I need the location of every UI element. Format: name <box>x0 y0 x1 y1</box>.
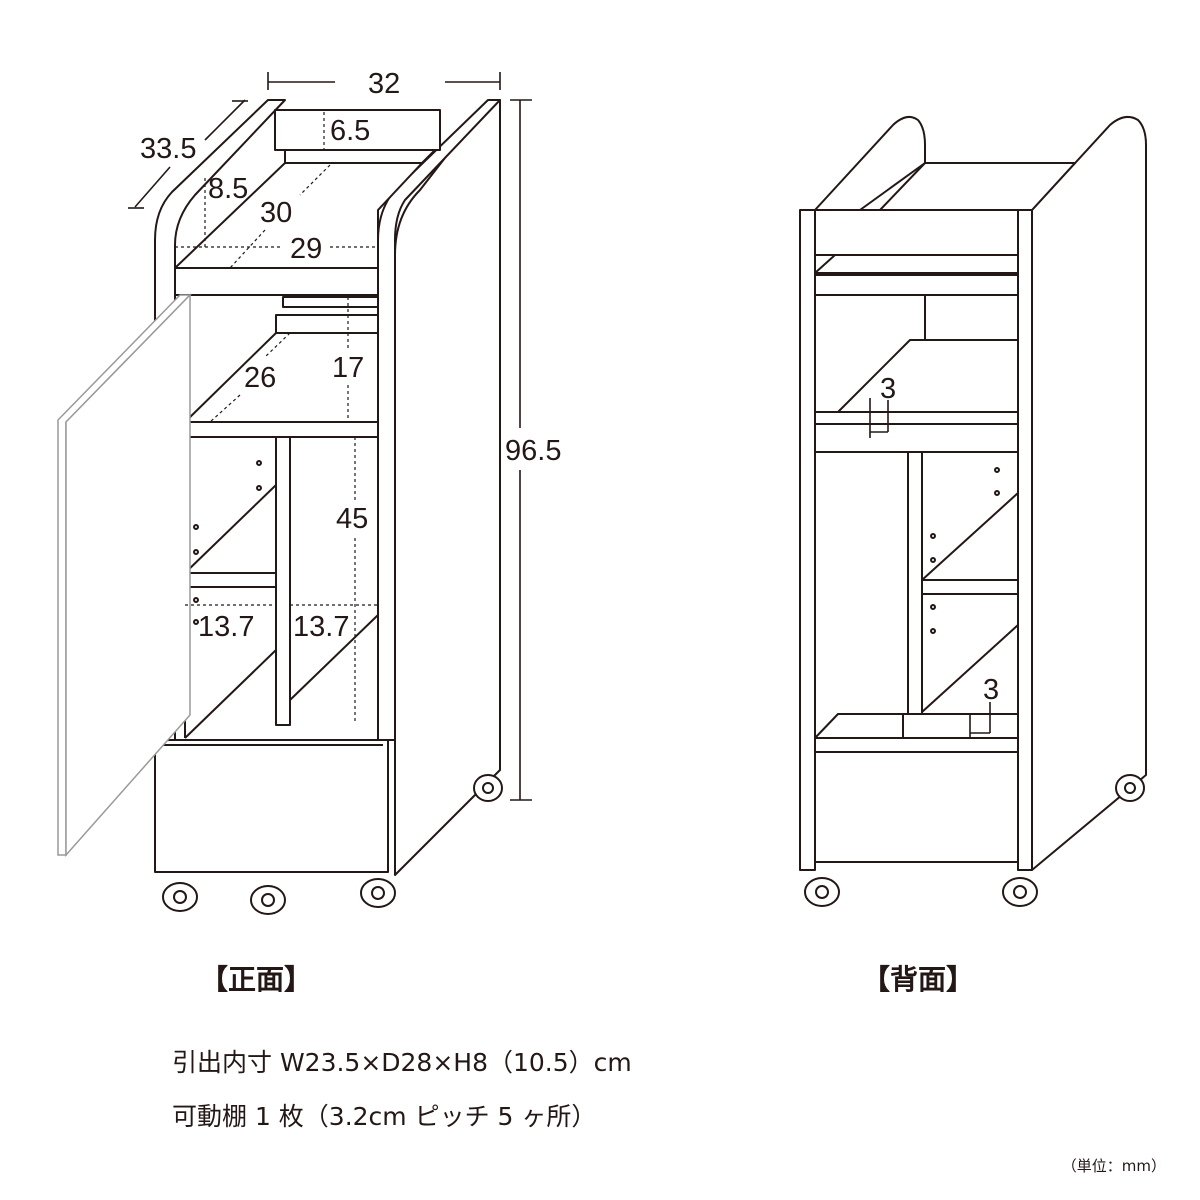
caster-icon <box>1002 877 1038 907</box>
dimension-lines <box>128 72 532 801</box>
dim-left-compartment: 13.7 <box>198 611 254 643</box>
front-view-caption: 【正面】 <box>200 963 313 996</box>
shelf-pin-holes <box>930 467 1000 634</box>
perspective-line <box>289 614 379 701</box>
dim-top-board: 6.5 <box>330 115 370 147</box>
adjustable-shelf <box>184 572 277 588</box>
adjustable-shelf-note: 可動棚 1 枚（3.2cm ピッチ 5 ヶ所） <box>172 1102 597 1131</box>
back-opening <box>924 294 1019 341</box>
caster-icon <box>1115 774 1145 802</box>
perspective-line <box>184 649 277 739</box>
dim-lower-space: 45 <box>336 503 368 535</box>
left-side-panel <box>814 115 926 211</box>
middle-shelf-lip <box>814 411 1019 425</box>
dim-height: 96.5 <box>505 435 561 467</box>
shelf-pin-holes <box>193 460 262 625</box>
dim-right-compartment: 13.7 <box>293 611 349 643</box>
middle-shelf <box>814 423 1019 453</box>
bottom-board <box>814 737 1019 753</box>
dim-upper-gap: 3 <box>880 373 896 405</box>
dim-shelf-space: 17 <box>332 352 364 384</box>
top-back-board <box>814 209 1019 256</box>
drawer-inner-dimensions: 引出内寸 W23.5×D28×H8（10.5）cm <box>172 1048 632 1077</box>
caster-icon <box>804 877 840 907</box>
caster-icon <box>360 878 396 908</box>
drawer-back-panel <box>814 751 1019 863</box>
dim-top-depth: 30 <box>260 197 292 229</box>
right-side-panel <box>394 99 501 876</box>
top-rail <box>814 254 1019 274</box>
dim-depth: 33.5 <box>140 133 196 165</box>
right-front-edge <box>1017 209 1033 871</box>
perspective-line <box>184 484 277 574</box>
dim-top-space: 8.5 <box>208 173 248 205</box>
back-rail <box>282 296 379 308</box>
door <box>65 293 191 857</box>
top-back-lip <box>284 149 436 164</box>
left-front-edge <box>799 209 816 871</box>
caster-icon <box>162 882 198 912</box>
caster-icon <box>473 774 503 802</box>
middle-shelf-surface <box>837 339 1019 413</box>
back-rail-2 <box>275 314 379 334</box>
unit-label: （単位：mm） <box>1061 1157 1166 1175</box>
divider <box>907 451 923 715</box>
dim-inner-width: 29 <box>290 233 322 265</box>
front-view-drawing: 32 33.5 96.5 6.5 8.5 30 29 26 17 45 13.7… <box>57 68 561 915</box>
dim-width: 32 <box>368 68 400 100</box>
middle-shelf <box>184 421 379 438</box>
top-shelf <box>814 274 1019 296</box>
caster-icon <box>250 885 286 915</box>
right-front-edge <box>377 99 501 741</box>
back-view-caption: 【背面】 <box>862 963 975 996</box>
bottom-surface <box>814 713 904 739</box>
adjustable-shelf <box>921 579 1019 595</box>
drawer-back <box>902 713 1019 740</box>
back-view-drawing: 3 3 <box>799 115 1147 907</box>
top-shelf <box>174 267 379 296</box>
dim-lower-gap: 3 <box>983 674 999 706</box>
drawer <box>154 739 389 873</box>
dim-shelf-depth: 26 <box>244 362 276 394</box>
top-back-board <box>274 109 441 151</box>
right-side-panel <box>1031 115 1147 871</box>
divider <box>275 436 291 726</box>
